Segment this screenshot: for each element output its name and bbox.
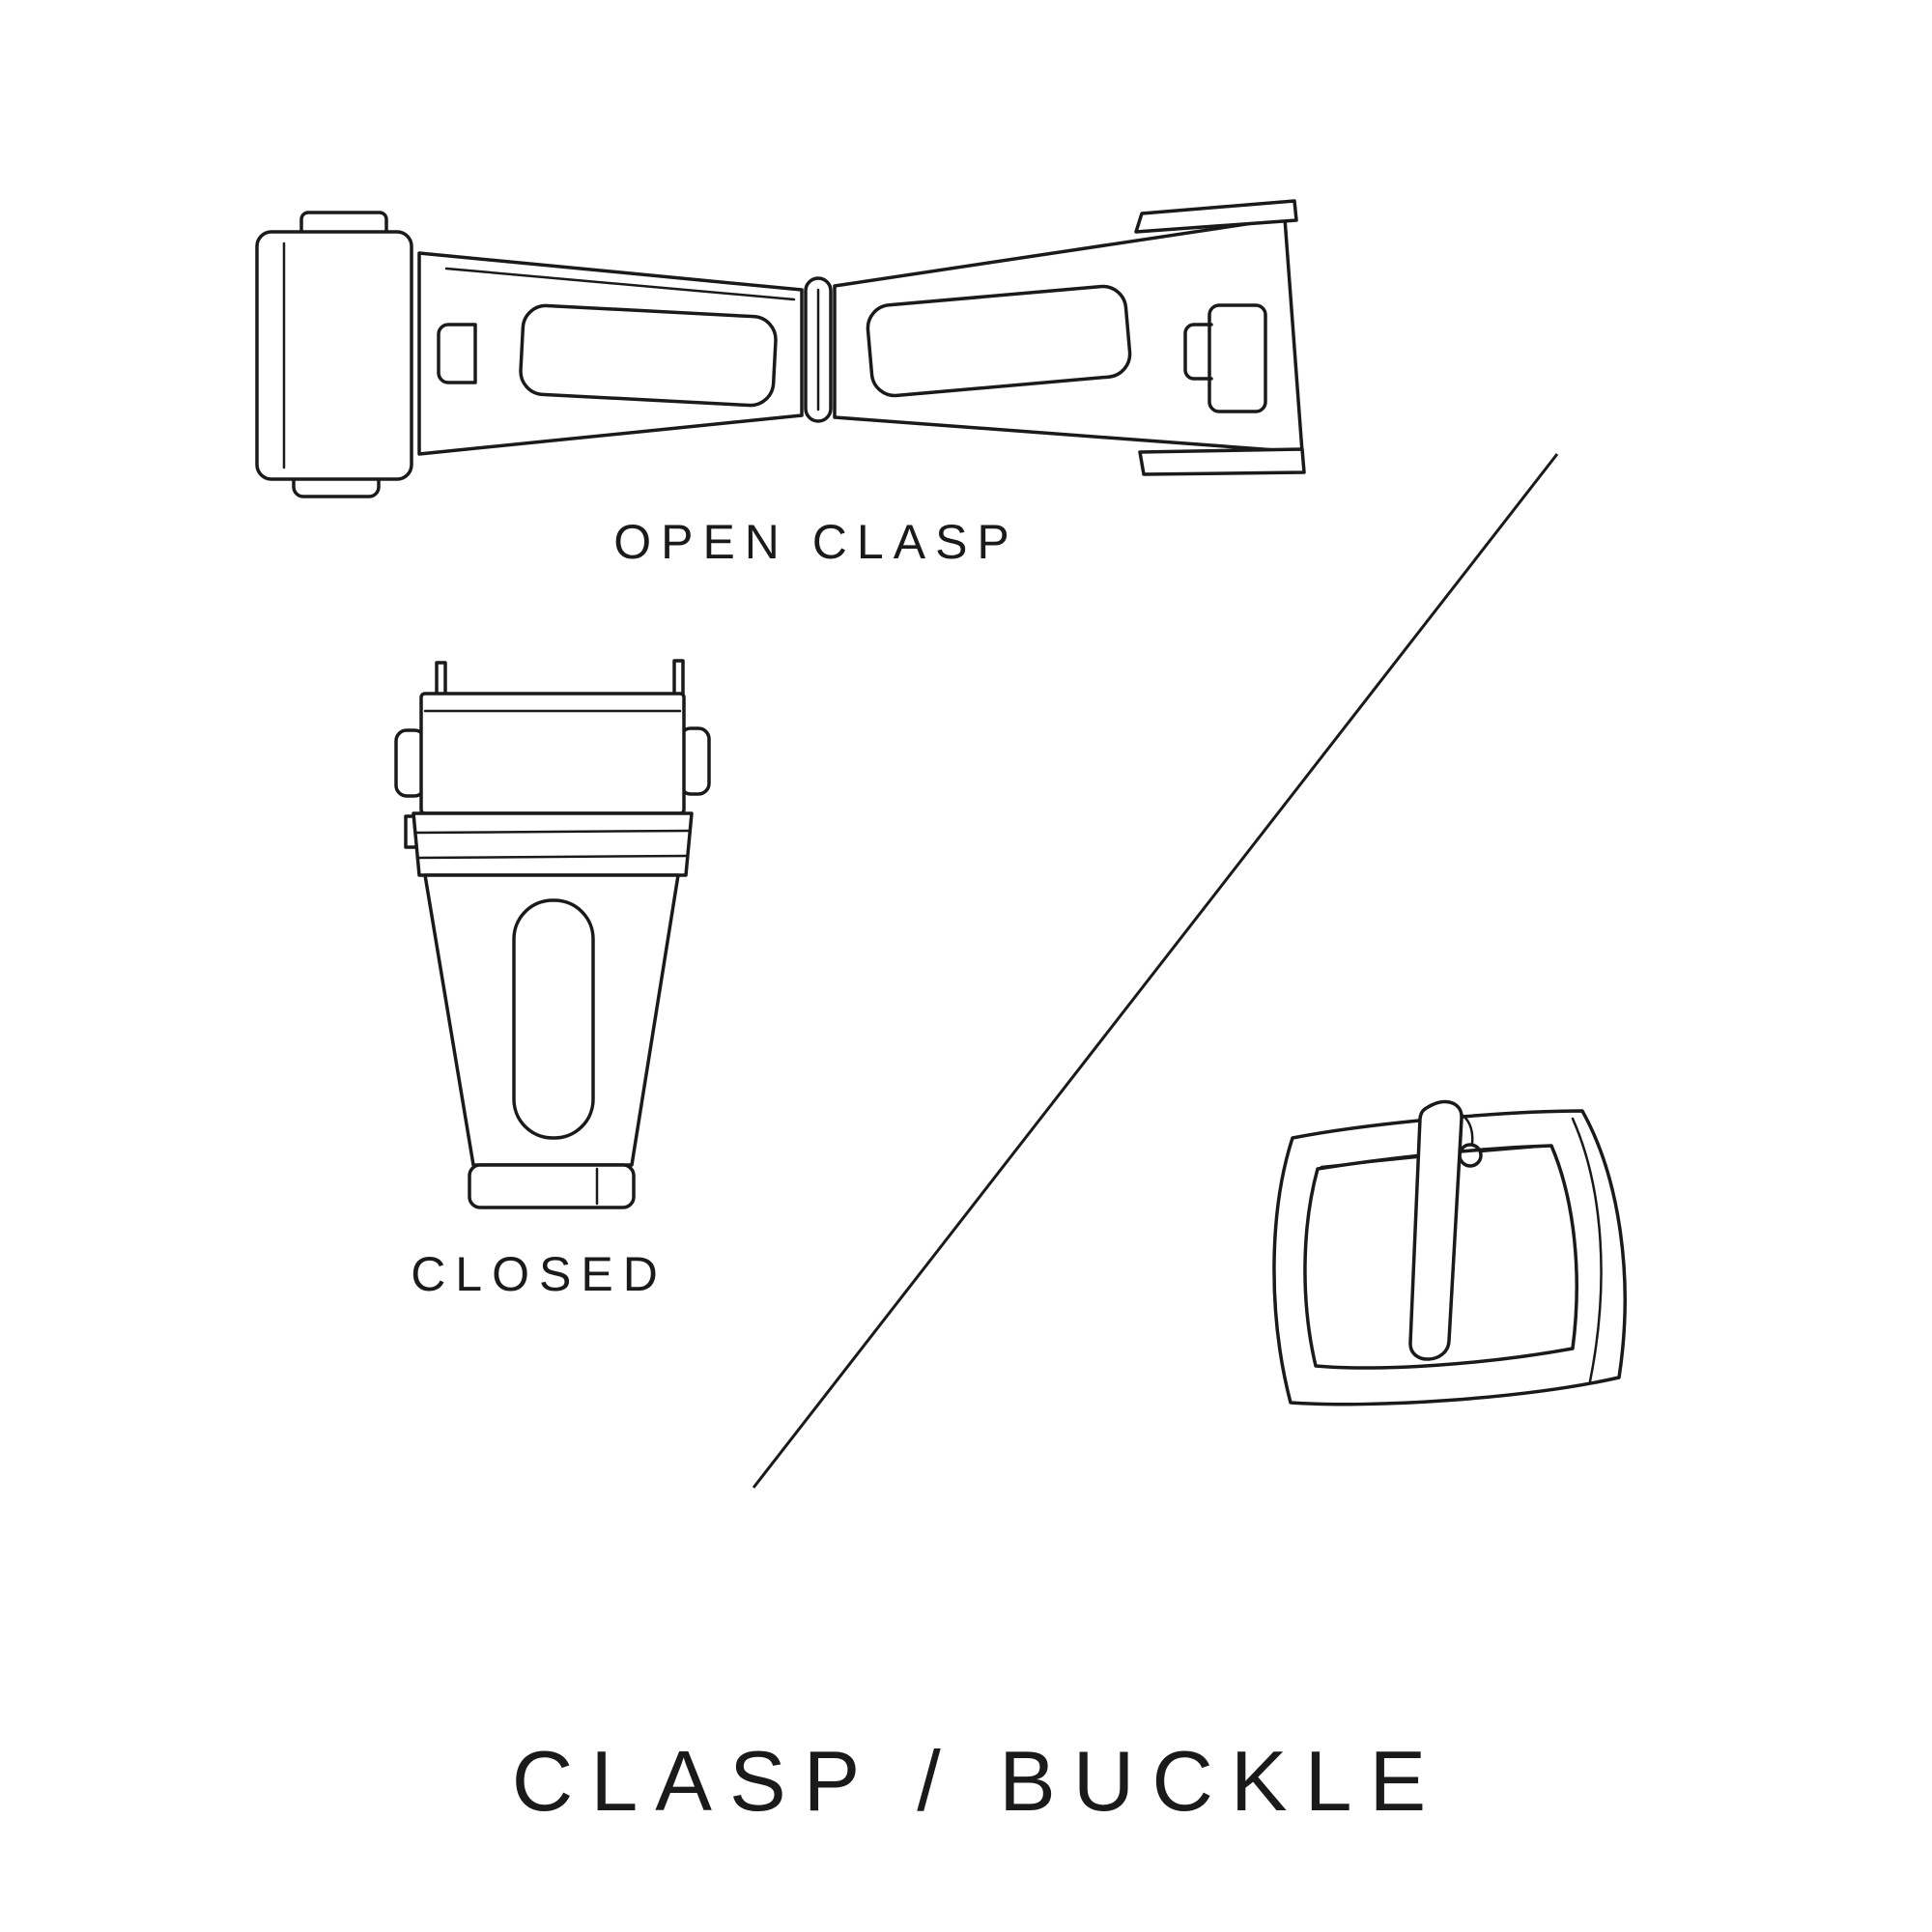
open-clasp-right-window-icon xyxy=(866,284,1132,398)
open-clasp-right-top-fold-icon xyxy=(1134,199,1298,234)
closed-clasp-label: CLOSED xyxy=(411,1247,668,1301)
pin-buckle-axis-icon xyxy=(1320,1155,1418,1169)
diagonal-divider xyxy=(752,453,1559,1489)
pin-buckle-tongue-icon xyxy=(1408,1099,1463,1361)
open-clasp-label: OPEN CLASP xyxy=(613,515,1019,569)
pin-buckle-illustration xyxy=(1272,1099,1627,1406)
closed-clasp-slot-icon xyxy=(512,898,595,1140)
open-clasp-left-window-icon xyxy=(519,303,778,408)
open-clasp-cover-icon xyxy=(255,230,413,481)
closed-clasp-foot-icon xyxy=(468,1163,636,1209)
open-clasp-right-blade-icon xyxy=(833,216,1304,454)
closed-clasp-right-prong-icon xyxy=(672,659,685,697)
open-clasp-illustration xyxy=(255,199,1306,498)
open-clasp-end-catch-icon xyxy=(1208,303,1267,413)
open-clasp-catch-notch-icon xyxy=(437,323,477,384)
closed-clasp-illustration xyxy=(394,659,711,1209)
open-clasp-right-bottom-fold-icon xyxy=(1138,447,1306,476)
closed-clasp-band-icon xyxy=(412,811,694,877)
closed-clasp-body-icon xyxy=(423,873,680,1167)
page-title: CLASP / BUCKLE xyxy=(512,1733,1443,1829)
pin-buckle-right-roll-icon xyxy=(1571,1117,1603,1383)
